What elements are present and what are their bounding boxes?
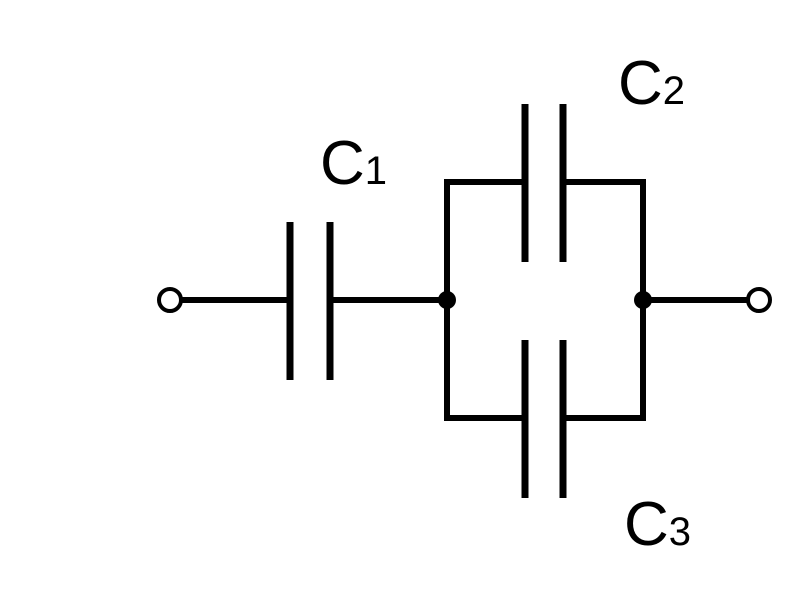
wire-bottom-branch-left (444, 300, 525, 421)
terminal-right (746, 287, 772, 313)
wire-bottom-branch-right (563, 300, 646, 421)
junction-right-dot (634, 291, 652, 309)
terminal-left (157, 287, 183, 313)
label-c2: C2 (618, 49, 685, 118)
wire-top-branch-right (563, 179, 646, 300)
label-c3: C3 (624, 490, 691, 559)
label-c1: C1 (320, 129, 387, 198)
wire-top-branch-left (444, 179, 525, 300)
junction-left-dot (438, 291, 456, 309)
